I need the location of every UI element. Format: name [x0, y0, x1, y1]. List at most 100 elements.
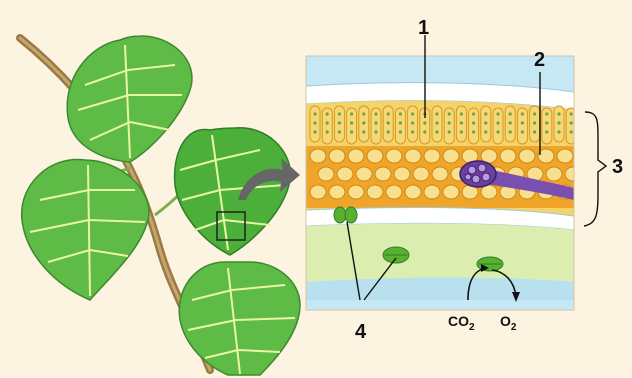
spongy-cell [432, 167, 448, 181]
chloroplast [423, 121, 426, 124]
leaf-left [22, 159, 149, 300]
spongy-cell [337, 167, 353, 181]
chloroplast [521, 121, 524, 124]
spongy-cell [424, 185, 440, 199]
spongy-cell [443, 149, 459, 163]
spongy-cell [519, 149, 535, 163]
chloroplast [435, 121, 438, 124]
chloroplast [557, 130, 560, 133]
chloroplast [533, 121, 536, 124]
chloroplast [423, 130, 426, 133]
chloroplast [399, 130, 402, 133]
spongy-cell [329, 185, 345, 199]
spongy-cell [348, 149, 364, 163]
chloroplast [313, 121, 316, 124]
chloroplast [435, 112, 438, 115]
chloroplast [545, 112, 548, 115]
chloroplast [484, 130, 487, 133]
chloroplast [472, 130, 475, 133]
spongy-cell [375, 167, 391, 181]
stoma-2 [383, 247, 409, 263]
chloroplast [313, 112, 316, 115]
leaf-top [67, 36, 192, 162]
chloroplast [484, 112, 487, 115]
spongy-cell [500, 149, 516, 163]
spongy-cell [318, 167, 334, 181]
chloroplast [570, 121, 573, 124]
chloroplast [399, 112, 402, 115]
label-2: 2 [534, 49, 545, 71]
chloroplast [374, 130, 377, 133]
chloroplast [362, 121, 365, 124]
chloroplast [521, 112, 524, 115]
chloroplast [374, 112, 377, 115]
chloroplast [484, 121, 487, 124]
chloroplast [533, 112, 536, 115]
spongy-cell [443, 185, 459, 199]
spongy-cell [356, 167, 372, 181]
chloroplast [460, 130, 463, 133]
spongy-cell [348, 185, 364, 199]
spongy-cell [386, 149, 402, 163]
chloroplast [338, 130, 341, 133]
chloroplast [472, 121, 475, 124]
spongy-cell [405, 149, 421, 163]
chloroplast [326, 130, 329, 133]
chloroplast [448, 121, 451, 124]
chloroplast [509, 112, 512, 115]
lower-tissue [306, 223, 574, 282]
chloroplast [460, 121, 463, 124]
label-o2: O2 [500, 313, 517, 333]
spongy-cell [546, 167, 562, 181]
chloroplast [350, 121, 353, 124]
chloroplast [448, 130, 451, 133]
lower-surface [306, 278, 574, 301]
chloroplast [521, 130, 524, 133]
chloroplast [533, 130, 536, 133]
chloroplast [338, 121, 341, 124]
chloroplast [509, 121, 512, 124]
chloroplast [387, 121, 390, 124]
leaf-right [175, 128, 291, 255]
chloroplast [411, 130, 414, 133]
chloroplast [460, 112, 463, 115]
chloroplast [350, 112, 353, 115]
chloroplast [350, 130, 353, 133]
spongy-cell [329, 149, 345, 163]
spongy-cell [367, 149, 383, 163]
chloroplast [411, 112, 414, 115]
label-co2: CO2 [448, 313, 475, 333]
chloroplast [557, 112, 560, 115]
chloroplast [472, 112, 475, 115]
chloroplast [545, 130, 548, 133]
label-1: 1 [418, 17, 429, 39]
spongy-cell [310, 185, 326, 199]
label-4: 4 [355, 321, 367, 343]
chloroplast [448, 112, 451, 115]
twig-with-leaves [20, 36, 300, 375]
spongy-layer [306, 146, 581, 208]
spongy-cell [413, 167, 429, 181]
chloroplast [326, 112, 329, 115]
spongy-cell [394, 167, 410, 181]
spongy-cell [424, 149, 440, 163]
chloroplast [570, 112, 573, 115]
spongy-cell [405, 185, 421, 199]
spongy-cell [386, 185, 402, 199]
chloroplast [557, 121, 560, 124]
spongy-cell [557, 149, 573, 163]
chloroplast [326, 121, 329, 124]
leaf-bottom [179, 262, 300, 375]
chloroplast [374, 121, 377, 124]
chloroplast [387, 112, 390, 115]
spongy-cell [310, 149, 326, 163]
chloroplast [545, 121, 548, 124]
chloroplast [496, 130, 499, 133]
chloroplast [387, 130, 390, 133]
spongy-cell [367, 185, 383, 199]
chloroplast [509, 130, 512, 133]
spongy-cell [565, 167, 581, 181]
bracket-3 [584, 112, 606, 226]
chloroplast [313, 130, 316, 133]
